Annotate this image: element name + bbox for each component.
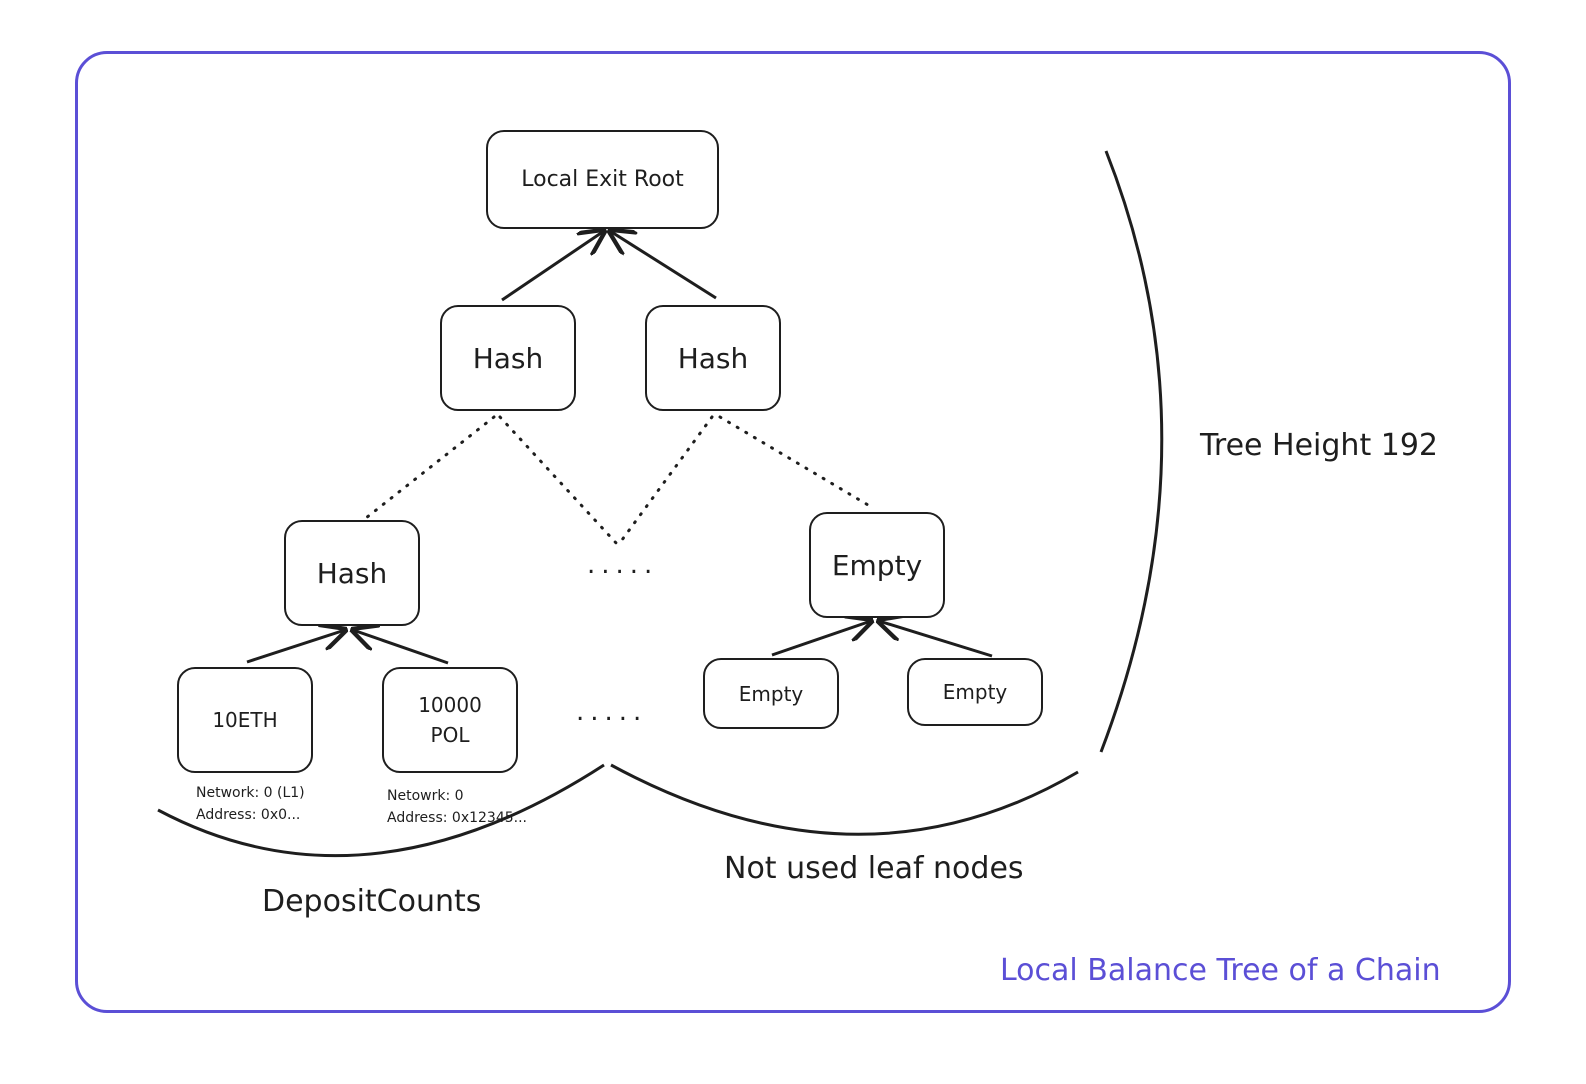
node-label: Local Exit Root — [521, 167, 684, 192]
dotted-link-hash1-to-middle — [498, 415, 619, 546]
deposit-counts-label: DepositCounts — [262, 884, 482, 919]
diagram-frame — [75, 51, 1511, 1013]
leaf-empty-1: Empty — [703, 658, 839, 729]
node-label: Empty — [942, 680, 1008, 704]
arrow-empty1-to-empty — [771, 621, 871, 657]
arrow-10eth-to-hash3 — [246, 630, 345, 664]
node-label: Empty — [738, 681, 804, 706]
arrow-hash2-to-root — [610, 231, 717, 300]
node-local-exit-root: Local Exit Root — [486, 130, 719, 229]
node-label: 10ETH — [212, 708, 278, 732]
leaf-10eth: 10ETH — [177, 667, 313, 773]
diagram-title: Local Balance Tree of a Chain — [1000, 953, 1441, 988]
arrow-pol-to-hash3 — [353, 630, 449, 665]
node-label: Hash — [472, 341, 544, 375]
dotted-link-hash1-to-hash3 — [364, 415, 496, 520]
arrow-hash1-to-root — [501, 231, 604, 302]
dotted-link-hash2-to-middle — [617, 415, 714, 546]
dotted-link-hash2-to-empty — [718, 415, 870, 507]
leaf-pol-caption: Netowrk: 0 Address: 0x12345... — [387, 788, 527, 826]
node-hash-level1-left: Hash — [440, 305, 576, 411]
brace-deposit-counts — [157, 763, 605, 858]
brace-unused-leaves — [610, 763, 1079, 836]
node-label: Hash — [316, 556, 388, 590]
node-label: Hash — [677, 341, 749, 375]
node-label: 10000 POL — [418, 693, 482, 747]
leaf-10000-pol: 10000 POL — [382, 667, 518, 773]
brace-tree-height — [1099, 150, 1164, 753]
ellipsis-middle: ..... — [587, 550, 659, 580]
node-hash-level2: Hash — [284, 520, 420, 626]
node-label: Empty — [831, 548, 923, 582]
node-hash-level1-right: Hash — [645, 305, 781, 411]
node-empty-level2: Empty — [809, 512, 945, 618]
arrow-empty2-to-empty — [879, 621, 993, 658]
tree-height-label: Tree Height 192 — [1200, 428, 1439, 463]
not-used-leaf-nodes-label: Not used leaf nodes — [724, 851, 1024, 886]
leaf-10eth-caption: Network: 0 (L1) Address: 0x0... — [196, 785, 305, 823]
ellipsis-leaves: ..... — [576, 697, 648, 727]
leaf-empty-2: Empty — [907, 658, 1043, 726]
